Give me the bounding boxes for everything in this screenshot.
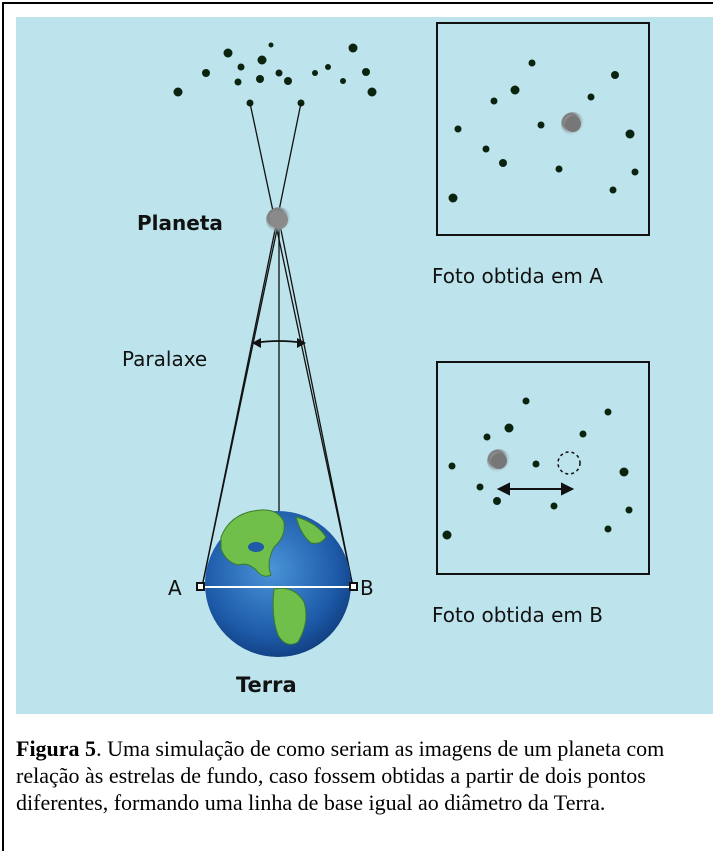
star-dot	[234, 78, 242, 86]
arrow-double-icon	[496, 482, 575, 496]
star-dot	[223, 48, 233, 58]
star-dot	[362, 68, 370, 76]
parallax-diagram: Planeta Paralaxe A B Terra Foto obtida e…	[16, 17, 713, 714]
arrow-head-right	[297, 338, 306, 348]
planet-label: Planeta	[137, 211, 223, 235]
star-dot	[257, 55, 267, 65]
point-a-label: A	[168, 576, 182, 600]
planet-core	[270, 211, 288, 229]
dashed-circle-icon	[557, 451, 581, 475]
star-dot	[325, 64, 331, 70]
star-dot	[340, 78, 346, 84]
arrow-head-left	[252, 338, 261, 348]
star-dot	[173, 87, 183, 97]
caption-label: Figura 5	[16, 736, 97, 761]
earth-label: Terra	[236, 673, 297, 697]
star-dot	[284, 77, 292, 85]
point-b-label: B	[360, 576, 374, 600]
star-dot	[367, 87, 377, 97]
star-dot	[202, 69, 210, 77]
photo-a-caption: Foto obtida em A	[432, 264, 603, 288]
parallax-label: Paralaxe	[122, 347, 207, 371]
figure-background	[16, 17, 713, 714]
star-dot	[312, 70, 318, 76]
figure-caption: Figura 5. Uma simulação de como seriam a…	[16, 735, 706, 816]
star-dot	[275, 69, 283, 77]
star-field	[173, 42, 377, 107]
photo-a-panel	[436, 22, 650, 236]
star-dot	[237, 63, 245, 71]
star-dot	[348, 43, 358, 53]
photo-b-caption: Foto obtida em B	[432, 603, 603, 627]
star-dot	[256, 75, 264, 83]
photo-b-panel	[436, 361, 650, 575]
caption-text: . Uma simulação de como seriam as imagen…	[16, 736, 665, 815]
star-dot	[268, 42, 274, 48]
earth-globe	[205, 509, 351, 657]
